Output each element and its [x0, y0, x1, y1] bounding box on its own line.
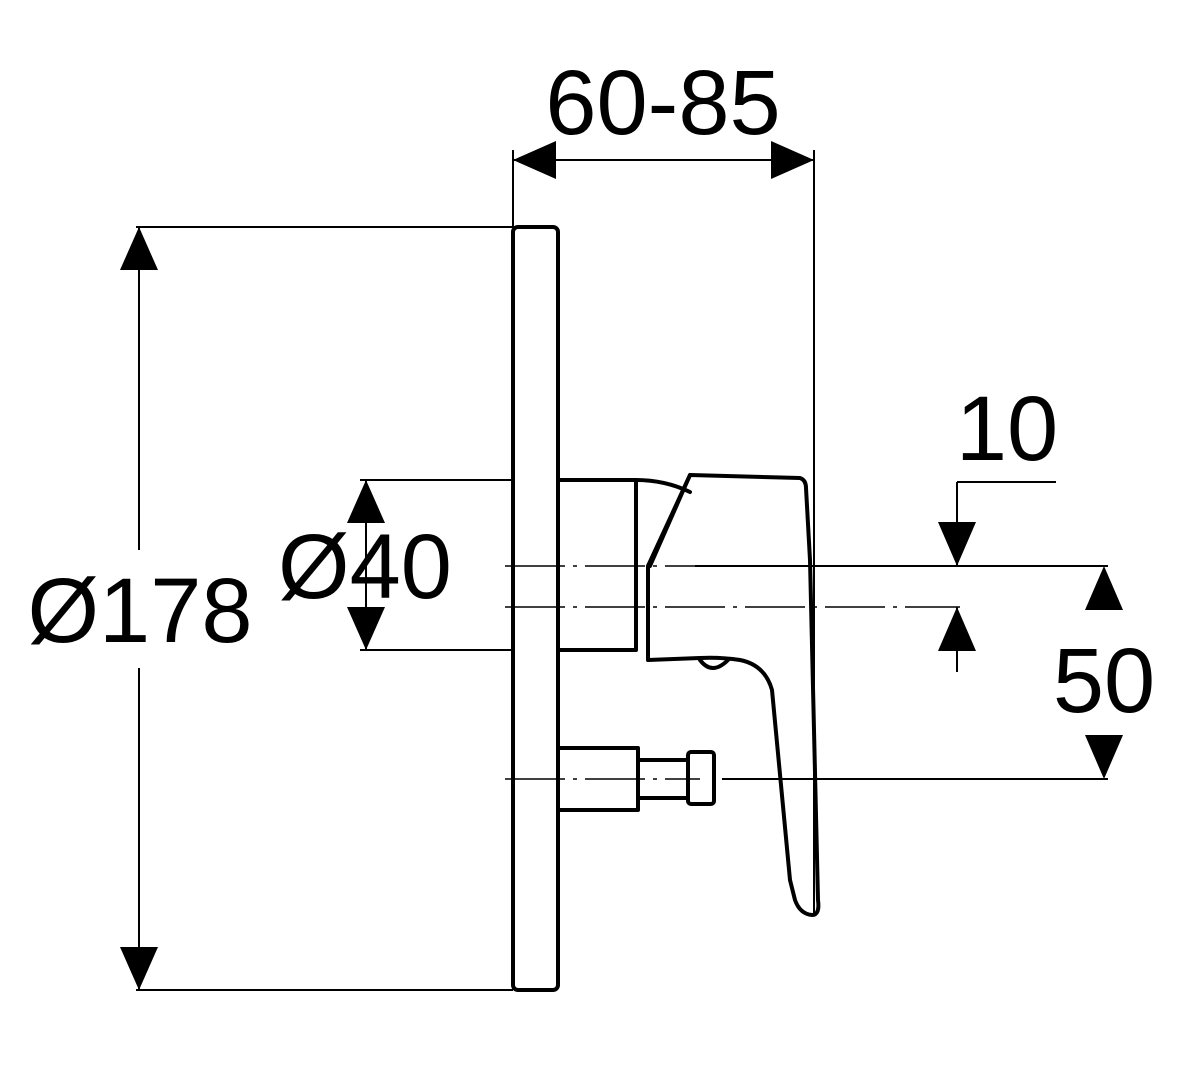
body-diameter-label: Ø40	[278, 516, 452, 618]
spacing-arrow-bottom	[1085, 735, 1123, 779]
depth-arrow-right	[771, 141, 814, 179]
wall-plate	[511, 225, 560, 992]
plate-arrow-top	[120, 227, 158, 270]
lever-front-edge	[648, 473, 692, 568]
offset-arrow-top	[938, 522, 976, 566]
mixer-body	[556, 478, 638, 652]
offset-arrow-bottom	[938, 607, 976, 651]
depth-dimension-label: 60-85	[545, 52, 780, 154]
body-arrow-top	[347, 480, 385, 523]
spacing-dimension-label: 50	[1053, 630, 1155, 732]
body-arrow-bottom	[347, 607, 385, 650]
plate-arrow-bottom	[120, 947, 158, 990]
plate-diameter-label: Ø178	[27, 560, 252, 662]
lever-pivot	[698, 658, 730, 670]
diverter-knob	[686, 750, 716, 806]
lever-handle	[646, 473, 821, 917]
offset-dimension-label: 10	[956, 378, 1058, 480]
spacing-arrow-top	[1085, 566, 1123, 610]
body-dome	[634, 478, 692, 494]
depth-arrow-left	[513, 141, 556, 179]
